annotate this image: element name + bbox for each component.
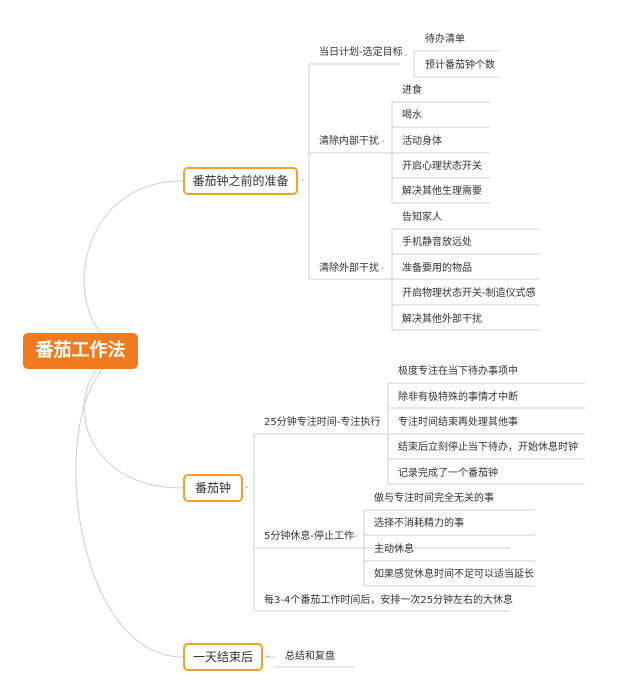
leaf-drink[interactable]: 喝水 <box>402 110 422 121</box>
leaf-active-rest[interactable]: 主动休息 <box>374 544 414 555</box>
root-link-preparation <box>83 180 184 352</box>
leaf-prepare-items[interactable]: 准备要用的物品 <box>402 263 472 274</box>
branch-end-of-day[interactable]: 一天结束后 <box>183 643 263 671</box>
leaf-other-external[interactable]: 解决其他外部干扰 <box>402 314 482 325</box>
collapse-marker[interactable]: - <box>245 482 249 493</box>
collapse-marker[interactable]: - <box>381 136 385 147</box>
leaf-no-interrupt[interactable]: 除非有极特殊的事情才中断 <box>398 392 518 403</box>
leaf-estimate-count[interactable]: 预计番茄钟个数 <box>425 60 495 71</box>
branch-preparation[interactable]: 番茄钟之前的准备 <box>183 167 298 195</box>
leaf-phone-silent[interactable]: 手机静音放远处 <box>402 237 472 248</box>
subtopic-external-distractions[interactable]: 清除外部干扰 <box>319 263 379 274</box>
leaf-unrelated-task[interactable]: 做与专注时间完全无关的事 <box>374 493 494 504</box>
leaf-move[interactable]: 活动身体 <box>402 136 442 147</box>
collapse-marker[interactable]: - <box>354 531 358 542</box>
leaf-physical-switch[interactable]: 开启物理状态开关-制造仪式感 <box>402 288 536 299</box>
leaf-physical-needs[interactable]: 解决其他生理需要 <box>402 186 482 197</box>
collapse-marker[interactable]: - <box>377 417 381 428</box>
leaf-deep-focus[interactable]: 极度专注在当下待办事项中 <box>398 366 518 377</box>
leaf-todo-list[interactable]: 待办清单 <box>425 34 465 45</box>
subtopic-internal-distractions[interactable]: 清除内部干扰 <box>319 136 379 147</box>
collapse-marker[interactable]: - <box>404 50 408 61</box>
leaf-eat[interactable]: 进食 <box>402 85 422 96</box>
subtopic-review[interactable]: 总结和复盘 <box>285 651 335 662</box>
subtopic-break-5[interactable]: 5分钟休息-停止工作 <box>264 531 354 542</box>
leaf-record-pomodoro[interactable]: 记录完成了一个番茄钟 <box>398 468 498 479</box>
root-topic[interactable]: 番茄工作法 <box>23 333 138 369</box>
leaf-handle-later[interactable]: 专注时间结束再处理其他事 <box>398 417 518 428</box>
root-link-end-of-day <box>75 350 184 658</box>
leaf-extend-rest[interactable]: 如果感觉休息时间不足可以适当延长 <box>374 569 534 580</box>
collapse-marker[interactable]: - <box>381 263 385 274</box>
leaf-stop-and-rest[interactable]: 结束后立刻停止当下待办，开始休息时钟 <box>398 442 578 453</box>
subtopic-focus-25[interactable]: 25分钟专注时间-专注执行 <box>264 417 381 428</box>
leaf-tell-family[interactable]: 告知家人 <box>402 212 442 223</box>
root-link-pomodoro <box>83 350 184 489</box>
collapse-marker[interactable]: - <box>301 175 305 186</box>
leaf-mental-switch[interactable]: 开启心理状态开关 <box>402 161 482 172</box>
collapse-marker[interactable]: - <box>266 651 270 662</box>
leaf-low-energy-task[interactable]: 选择不消耗精力的事 <box>374 518 464 529</box>
subtopic-daily-plan[interactable]: 当日计划-选定目标 <box>319 47 403 58</box>
branch-pomodoro[interactable]: 番茄钟 <box>183 474 243 502</box>
subtopic-long-break[interactable]: 每3-4个番茄工作时间后，安排一次25分钟左右的大休息 <box>264 595 514 606</box>
